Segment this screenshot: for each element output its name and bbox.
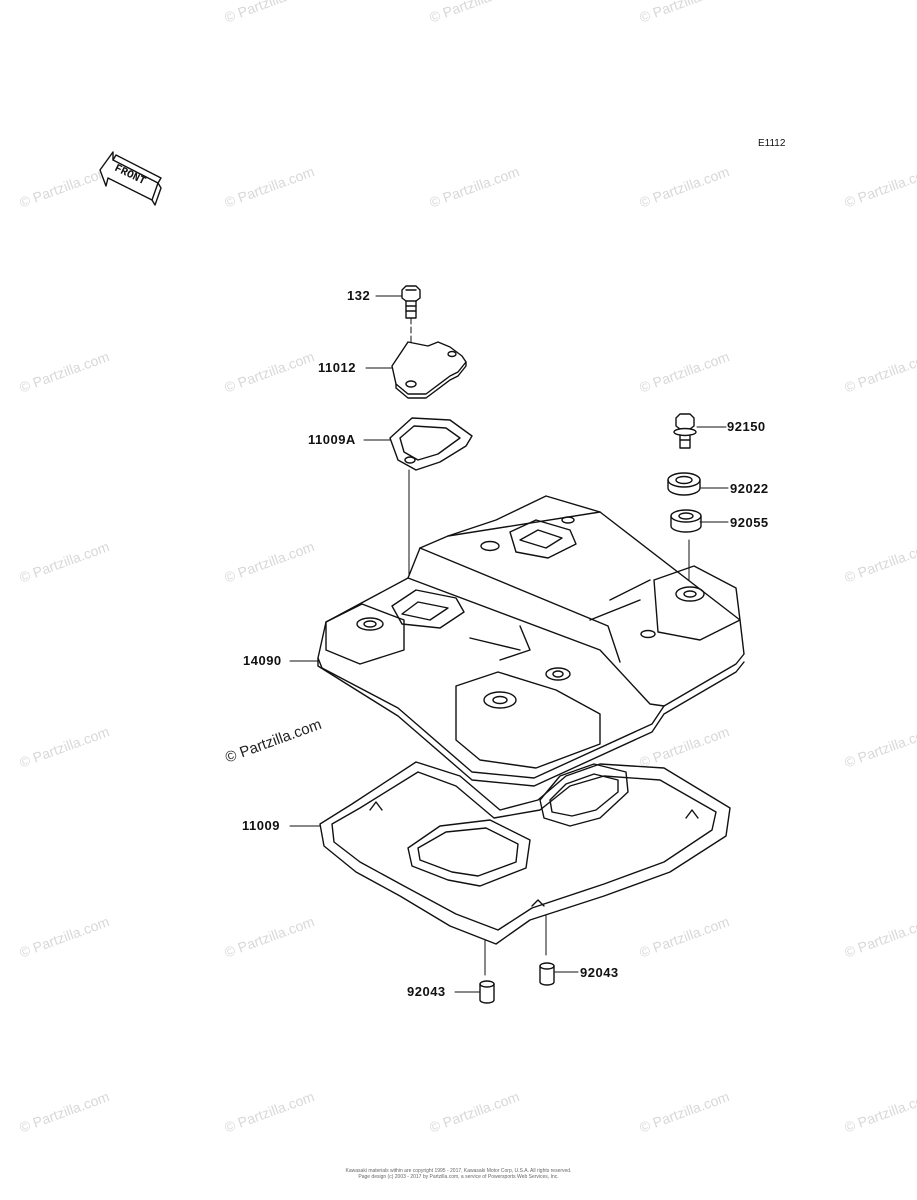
- part-label-92043-right[interactable]: 92043: [580, 965, 619, 980]
- front-arrow-icon: [99, 151, 162, 206]
- part-label-11009A[interactable]: 11009A: [308, 432, 356, 447]
- grommet-92055: [670, 509, 702, 533]
- part-label-92150[interactable]: 92150: [727, 419, 766, 434]
- dowel-pin-92043-right: [539, 962, 555, 986]
- plate-11012: [391, 341, 467, 399]
- bolt-132: [401, 285, 421, 319]
- copyright-footer: Kawasaki materials within are copyright …: [0, 1168, 917, 1180]
- part-label-11009[interactable]: 11009: [242, 818, 280, 833]
- part-label-92055[interactable]: 92055: [730, 515, 769, 530]
- part-label-92043-left[interactable]: 92043: [407, 984, 446, 999]
- gasket-11009A: [389, 417, 473, 471]
- copyright-line-1: Kawasaki materials within are copyright …: [345, 1168, 572, 1174]
- copyright-line-2: Page design (c) 2003 - 2017 by Partzilla…: [358, 1174, 559, 1180]
- cylinder-head-cover-14090: [317, 495, 745, 787]
- part-label-14090[interactable]: 14090: [243, 653, 282, 668]
- part-label-11012[interactable]: 11012: [318, 360, 356, 375]
- part-label-132[interactable]: 132: [347, 288, 371, 303]
- gasket-11009: [319, 761, 731, 945]
- part-label-92022[interactable]: 92022: [730, 481, 769, 496]
- dowel-pin-92043-left: [479, 980, 495, 1004]
- diagram-code: E1112: [758, 138, 786, 149]
- bolt-92150: [673, 413, 697, 449]
- washer-92022: [667, 472, 701, 496]
